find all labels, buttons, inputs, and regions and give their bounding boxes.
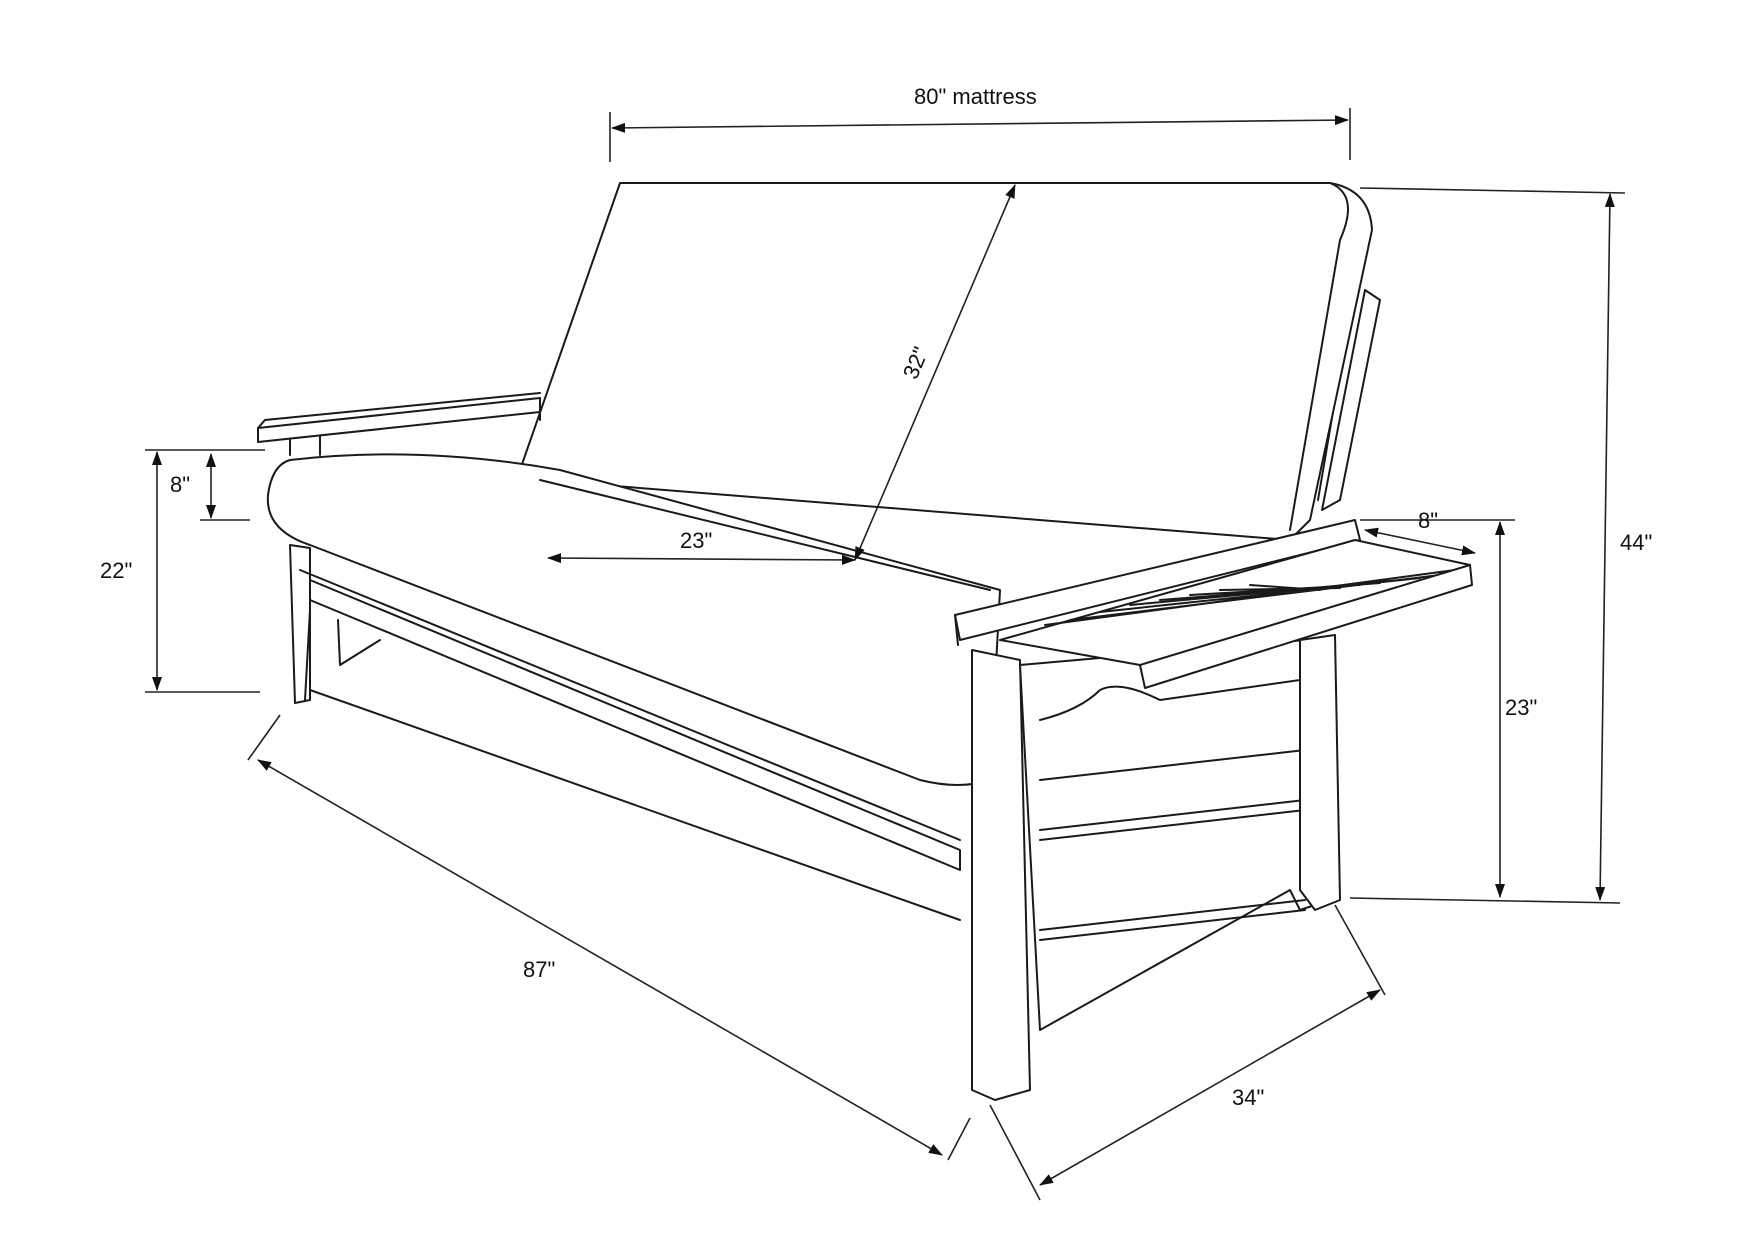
dim-seat-height: 22" bbox=[100, 558, 133, 583]
dim-arm-width: 8" bbox=[1418, 508, 1439, 533]
back-mattress bbox=[519, 182, 1373, 541]
right-arm-front-board bbox=[954, 519, 1361, 641]
dim-arm-above-seat: 8" bbox=[170, 472, 191, 497]
dim-arm-height: 23" bbox=[1505, 695, 1538, 720]
dim-overall-depth: 34" bbox=[1232, 1085, 1265, 1110]
dim-mattress-width: 80" mattress bbox=[914, 84, 1037, 109]
dim-overall-height: 44" bbox=[1620, 530, 1653, 555]
dim-overall-width: 87" bbox=[523, 957, 556, 982]
front-right-leg bbox=[971, 649, 1031, 1101]
seat-mattress bbox=[266, 453, 1001, 786]
dim-seat-depth: 23" bbox=[680, 528, 713, 553]
